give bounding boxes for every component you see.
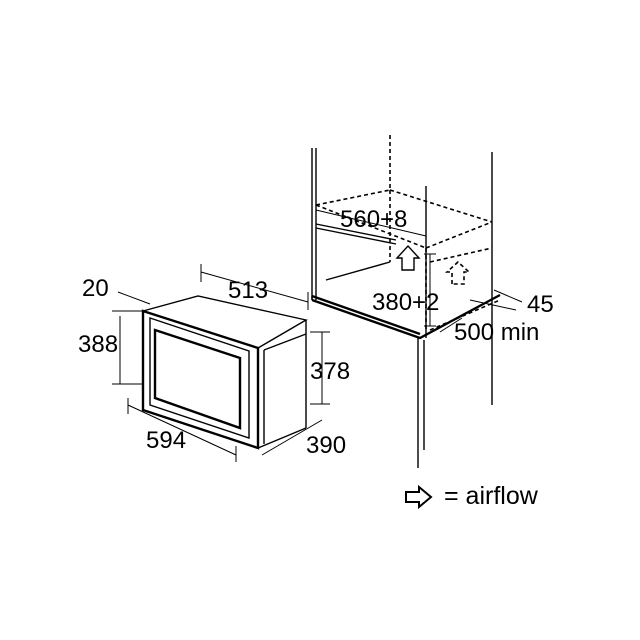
dim-depth-left: 20 <box>82 275 109 302</box>
airflow-legend-label: = airflow <box>444 482 538 510</box>
dim-niche-width: 560+8 <box>340 206 407 233</box>
airflow-arrow-icon <box>405 484 433 509</box>
dim-niche-height: 380+2 <box>372 289 439 316</box>
dim-width-front: 594 <box>146 427 186 454</box>
dim-height-inner: 378 <box>310 358 350 385</box>
microwave-appliance <box>141 295 308 450</box>
dim-depth-side: 390 <box>306 432 346 459</box>
dim-width-top: 513 <box>228 277 268 304</box>
dim-niche-offset: 45 <box>527 291 554 318</box>
dim-niche-depth: 500 min <box>454 319 539 346</box>
airflow-legend: = airflow <box>404 482 538 511</box>
cabinet-niche <box>311 135 501 468</box>
dim-height-outer: 388 <box>78 331 118 358</box>
dimension-lines <box>112 209 523 462</box>
airflow-arrow-icon <box>395 244 472 285</box>
